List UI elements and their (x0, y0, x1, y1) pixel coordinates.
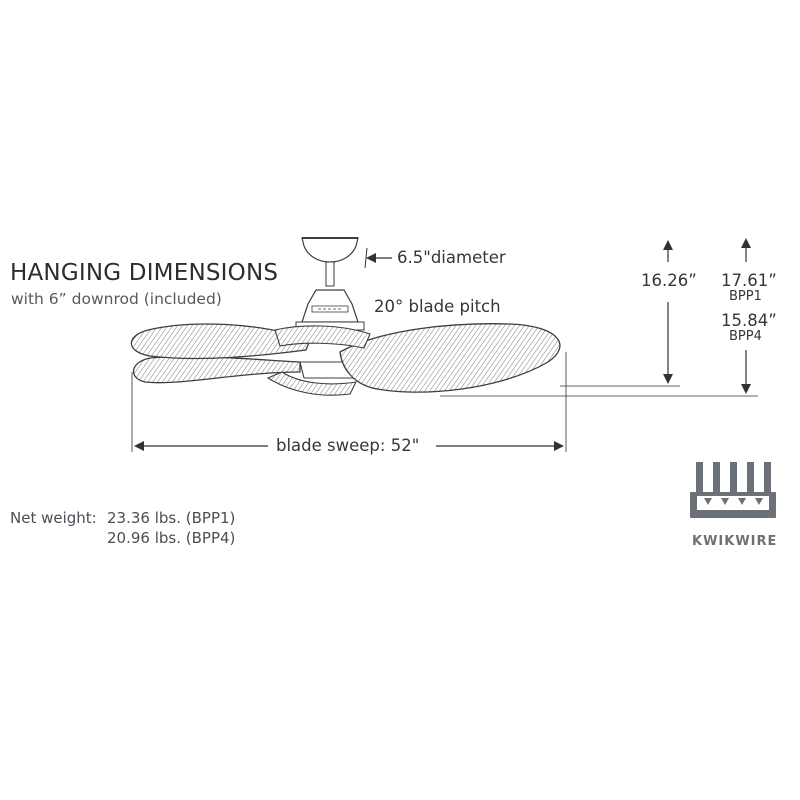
net-weight-label: Net weight: (10, 509, 97, 527)
blade-left-lower (132, 356, 301, 384)
height-16-label: 16.26” (641, 271, 697, 290)
net-weight-bpp1: 23.36 lbs. (BPP1) (107, 509, 236, 527)
blade-pitch-label: 20° blade pitch (374, 297, 501, 316)
kwikwire-logo-text: KWIKWIRE (692, 534, 778, 549)
height-17-label: 17.61” (721, 271, 777, 290)
blade-center-bottom (266, 371, 357, 396)
blade-sweep-label: blade sweep: 52" (276, 436, 420, 455)
blade-left-upper (130, 323, 311, 360)
blade-right-main (339, 323, 561, 393)
kwikwire-connector-icon (690, 462, 776, 518)
canopy-diameter-dimension (364, 247, 392, 269)
page-subtitle: with 6” downrod (included) (11, 290, 222, 308)
height-dimension-16 (560, 240, 680, 387)
canopy-diameter-label: 6.5"diameter (397, 248, 506, 267)
fan-canopy (301, 237, 359, 263)
fan-blades (130, 323, 561, 396)
blade-sweep-dimension (131, 352, 567, 452)
height-15-label: 15.84” (721, 311, 777, 330)
height-15-model: BPP4 (729, 329, 762, 344)
page-title: HANGING DIMENSIONS (10, 260, 279, 286)
height-17-model: BPP1 (729, 289, 762, 304)
net-weight-bpp4: 20.96 lbs. (BPP4) (107, 529, 236, 547)
blade-center-top (274, 325, 371, 349)
height-dimension-bpp (440, 238, 758, 397)
fan-downrod (325, 261, 335, 287)
